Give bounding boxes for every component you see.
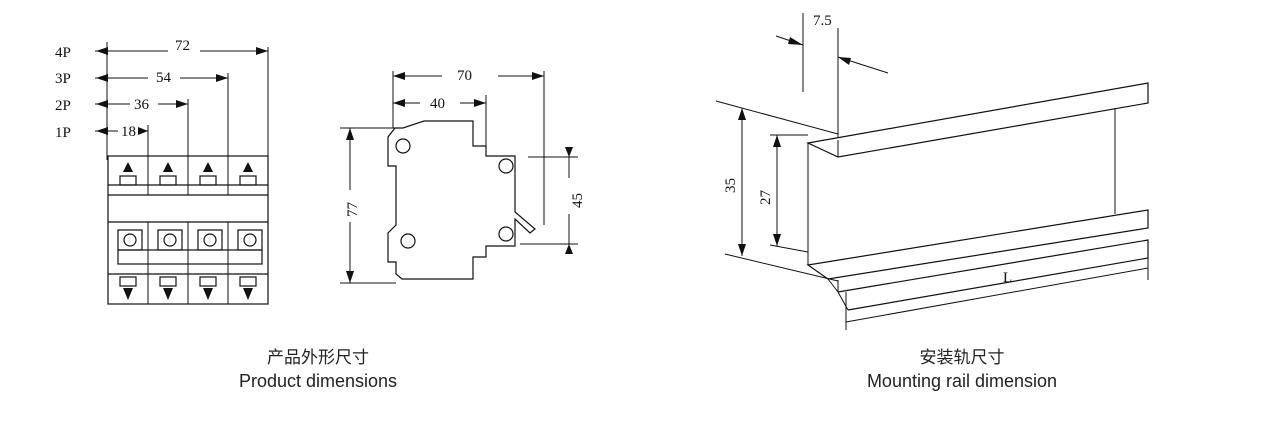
dim-18-label: 18 <box>121 124 136 140</box>
screw-windows <box>117 229 263 251</box>
side-screw-right-bottom <box>498 226 514 242</box>
pole-label-1p: 1P <box>55 125 71 141</box>
dim-70-label: 70 <box>457 68 472 84</box>
dim-77: 77 <box>340 127 396 284</box>
side-view: 70 40 77 45 <box>340 68 586 284</box>
dim-36: 36 <box>95 97 188 113</box>
side-screw-bottom <box>400 233 416 249</box>
dim-27: 27 <box>758 134 809 253</box>
pole-label-3p: 3P <box>55 71 71 87</box>
dim-35: 35 <box>715 100 839 282</box>
pole-label-2p: 2P <box>55 98 71 114</box>
breaker-side-profile <box>387 120 536 280</box>
caption-rail-cn: 安装轨尺寸 <box>920 348 1005 368</box>
caption-rail-en: Mounting rail dimension <box>867 371 1057 391</box>
dim-70: 70 <box>392 68 545 225</box>
dim-72-label: 72 <box>175 38 190 54</box>
lower-terminals <box>119 276 257 300</box>
side-screw-top <box>395 138 411 154</box>
dim-45: 45 <box>520 147 586 254</box>
breaker-front-body <box>107 155 269 305</box>
upper-terminals <box>119 162 257 186</box>
dim-27-label: 27 <box>758 190 774 206</box>
dim-54: 54 <box>95 70 228 86</box>
dim-7-5: 7.5 <box>775 13 889 137</box>
side-screw-right-top <box>498 158 514 174</box>
caption-product-cn: 产品外形尺寸 <box>267 348 369 368</box>
dim-40-label: 40 <box>430 96 445 112</box>
front-view: 4P 3P 2P 1P 72 54 <box>55 38 269 305</box>
rail-body <box>806 82 1149 311</box>
dim-35-label: 35 <box>723 178 739 193</box>
dim-L: L <box>845 240 1149 330</box>
dim-45-label: 45 <box>570 193 586 208</box>
dim-40: 40 <box>393 95 487 150</box>
rail-view: 7.5 35 27 <box>715 13 1149 330</box>
dim-18: 18 <box>95 124 148 140</box>
dim-77-label: 77 <box>345 202 361 218</box>
dim-7-5-label: 7.5 <box>813 13 832 29</box>
dim-54-label: 54 <box>156 70 172 86</box>
pole-label-4p: 4P <box>55 45 71 61</box>
dim-72: 72 <box>95 38 268 55</box>
dim-36-label: 36 <box>134 97 150 113</box>
caption-product-en: Product dimensions <box>239 371 397 391</box>
dim-L-label: L <box>1003 270 1012 286</box>
